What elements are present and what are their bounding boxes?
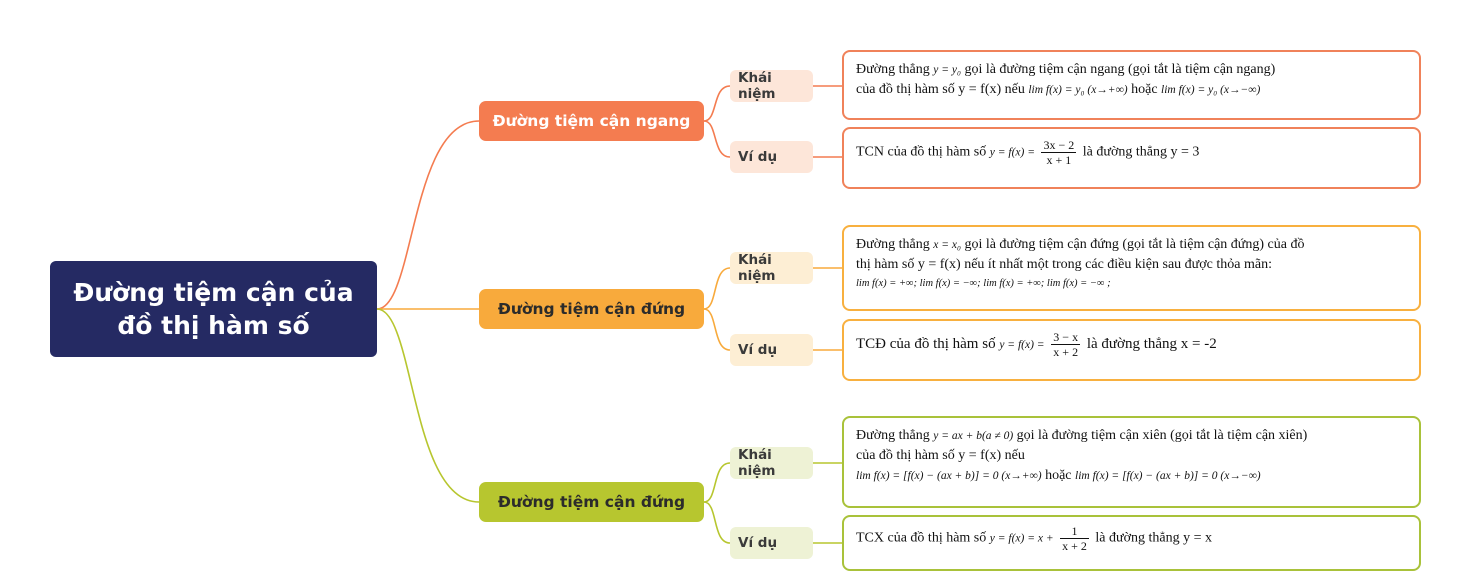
example-box: TCĐ của đồ thị hàm số y = f(x) = 3 − x x… xyxy=(842,319,1421,381)
branch-oblique-asymptote: Đường tiệm cận đứng xyxy=(479,482,704,522)
concept-label: Khái niệm xyxy=(730,70,813,102)
concept-box: Đường thẳng x = x₀ gọi là đường tiệm cận… xyxy=(842,225,1421,311)
root-node: Đường tiệm cận của đồ thị hàm số xyxy=(50,261,377,357)
fraction: 3x − 2 x + 1 xyxy=(1041,138,1077,167)
branch-label: Đường tiệm cận ngang xyxy=(492,112,691,130)
branch-label: Đường tiệm cận đứng xyxy=(497,493,686,511)
example-box: TCX của đồ thị hàm số y = f(x) = x + 1 x… xyxy=(842,515,1421,571)
example-box: TCN của đồ thị hàm số y = f(x) = 3x − 2 … xyxy=(842,127,1421,189)
fraction: 1 x + 2 xyxy=(1060,524,1089,553)
root-title: Đường tiệm cận của đồ thị hàm số xyxy=(73,278,354,340)
example-label: Ví dụ xyxy=(730,141,813,173)
branch-label: Đường tiệm cận đứng xyxy=(497,300,686,318)
example-label: Ví dụ xyxy=(730,334,813,366)
concept-label: Khái niệm xyxy=(730,447,813,479)
branch-horizontal-asymptote: Đường tiệm cận ngang xyxy=(479,101,704,141)
example-label: Ví dụ xyxy=(730,527,813,559)
concept-box: Đường thẳng y = ax + b(a ≠ 0) gọi là đườ… xyxy=(842,416,1421,508)
concept-label: Khái niệm xyxy=(730,252,813,284)
concept-box: Đường thẳng y = y₀ gọi là đường tiệm cận… xyxy=(842,50,1421,120)
branch-vertical-asymptote: Đường tiệm cận đứng xyxy=(479,289,704,329)
fraction: 3 − x x + 2 xyxy=(1051,330,1081,359)
